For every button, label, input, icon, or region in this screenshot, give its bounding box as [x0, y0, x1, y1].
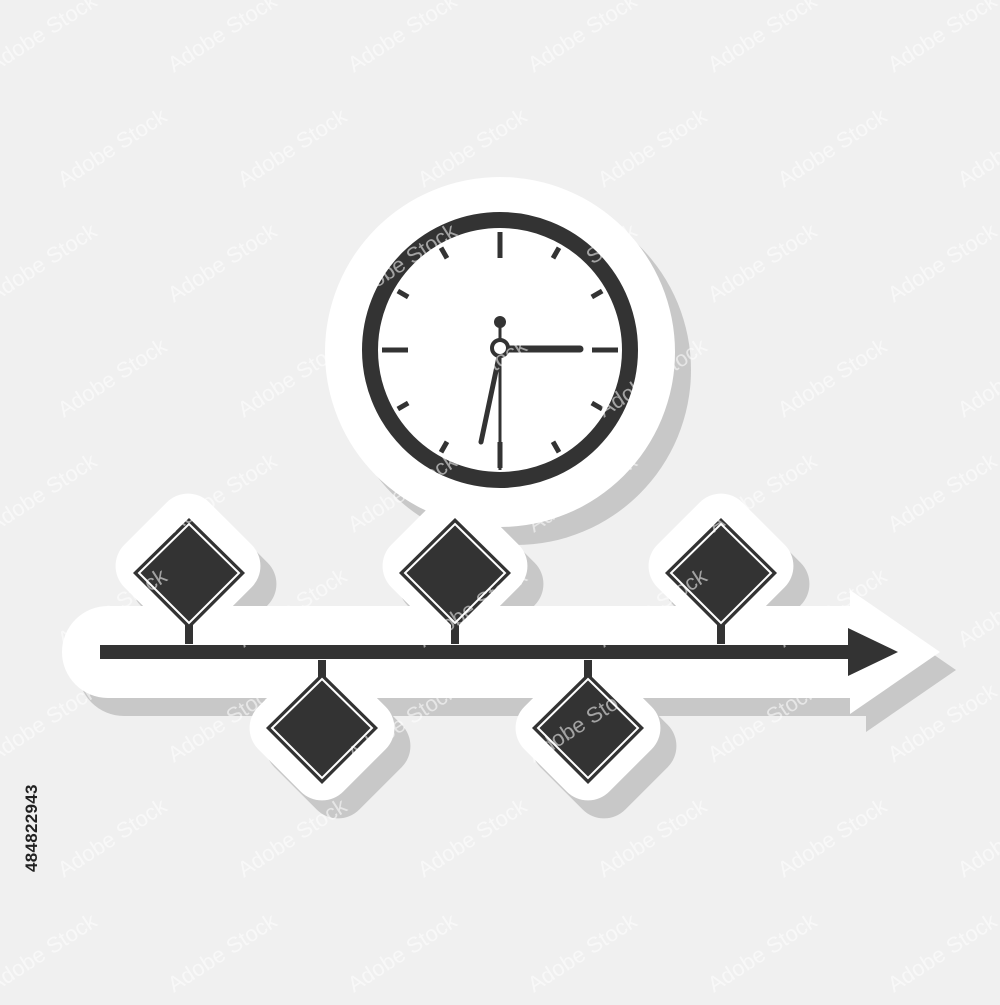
clock-tick	[550, 246, 562, 260]
clock-tick	[438, 246, 450, 260]
stock-id-label: 484822943	[22, 784, 41, 872]
clock-tick	[590, 288, 604, 300]
clock-minute-hand	[478, 349, 503, 445]
sticker-backing	[62, 177, 940, 801]
clock-tick	[550, 440, 562, 454]
clock-center-pin	[490, 338, 510, 358]
clock-tick	[438, 440, 450, 454]
clock-tick	[396, 288, 410, 300]
milestone-diamond-icon	[532, 660, 644, 784]
clock-tick	[590, 400, 604, 412]
clock-icon	[362, 212, 638, 488]
timeline-arrow-icon	[100, 628, 898, 676]
milestone-diamond-icon	[266, 660, 378, 784]
milestone-diamond-icon	[133, 518, 245, 644]
clock-second-hand-tip	[494, 316, 506, 328]
milestone-diamond-icon	[399, 518, 511, 644]
milestone-diamond-icon	[665, 518, 777, 644]
clock-tick	[396, 400, 410, 412]
